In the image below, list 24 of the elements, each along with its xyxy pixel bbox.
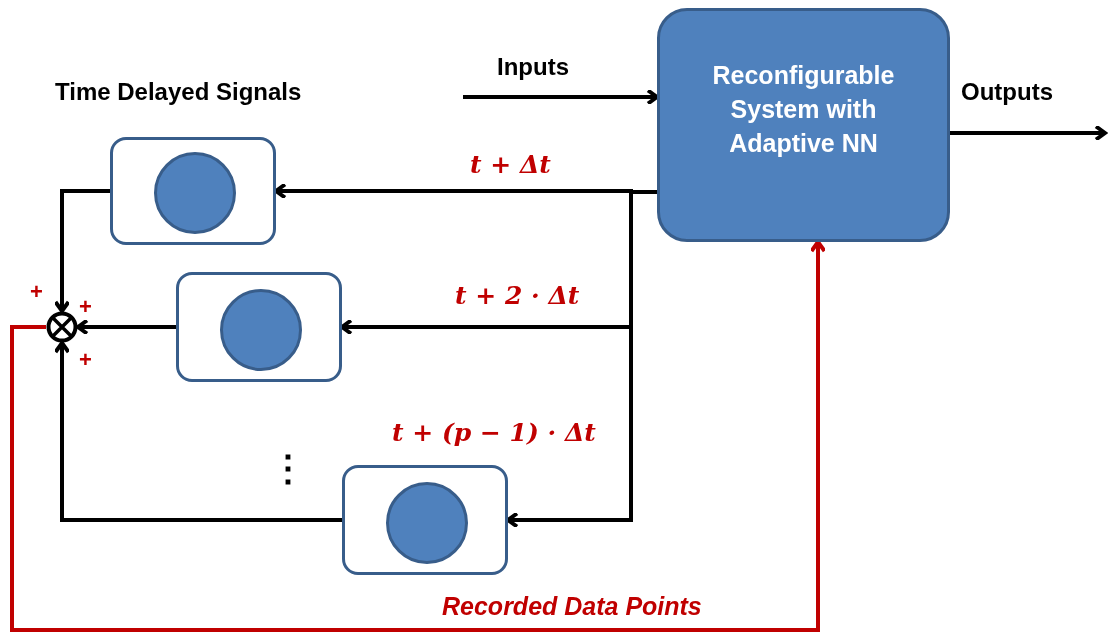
summing-junction bbox=[46, 311, 78, 343]
delay-box bbox=[342, 465, 508, 575]
system-box bbox=[657, 8, 950, 242]
delay-box bbox=[110, 137, 276, 245]
section-heading: Time Delayed Signals bbox=[55, 78, 302, 106]
edge-label: t + 2 · Δt bbox=[455, 281, 580, 310]
edge-label: Outputs bbox=[961, 78, 1053, 106]
arrow bbox=[463, 88, 659, 106]
arrow bbox=[506, 190, 657, 529]
plus-sign: + bbox=[79, 347, 92, 373]
edge-label: Inputs bbox=[497, 53, 569, 81]
edge-label: t + (p − 1) · Δt bbox=[392, 418, 596, 447]
arrow bbox=[53, 189, 110, 313]
arrow bbox=[53, 341, 342, 522]
plus-sign: + bbox=[30, 279, 43, 305]
vertical-ellipsis: ⋮ bbox=[270, 448, 306, 490]
edge-label: t + Δt bbox=[470, 150, 551, 179]
system-label: Reconfigurable System with Adaptive NN bbox=[711, 60, 896, 159]
arrow bbox=[950, 124, 1107, 142]
arrow bbox=[76, 318, 176, 336]
delay-box bbox=[176, 272, 342, 382]
edge-label: Recorded Data Points bbox=[442, 592, 702, 621]
feedback-arrow bbox=[10, 240, 827, 632]
plus-sign: + bbox=[79, 294, 92, 320]
